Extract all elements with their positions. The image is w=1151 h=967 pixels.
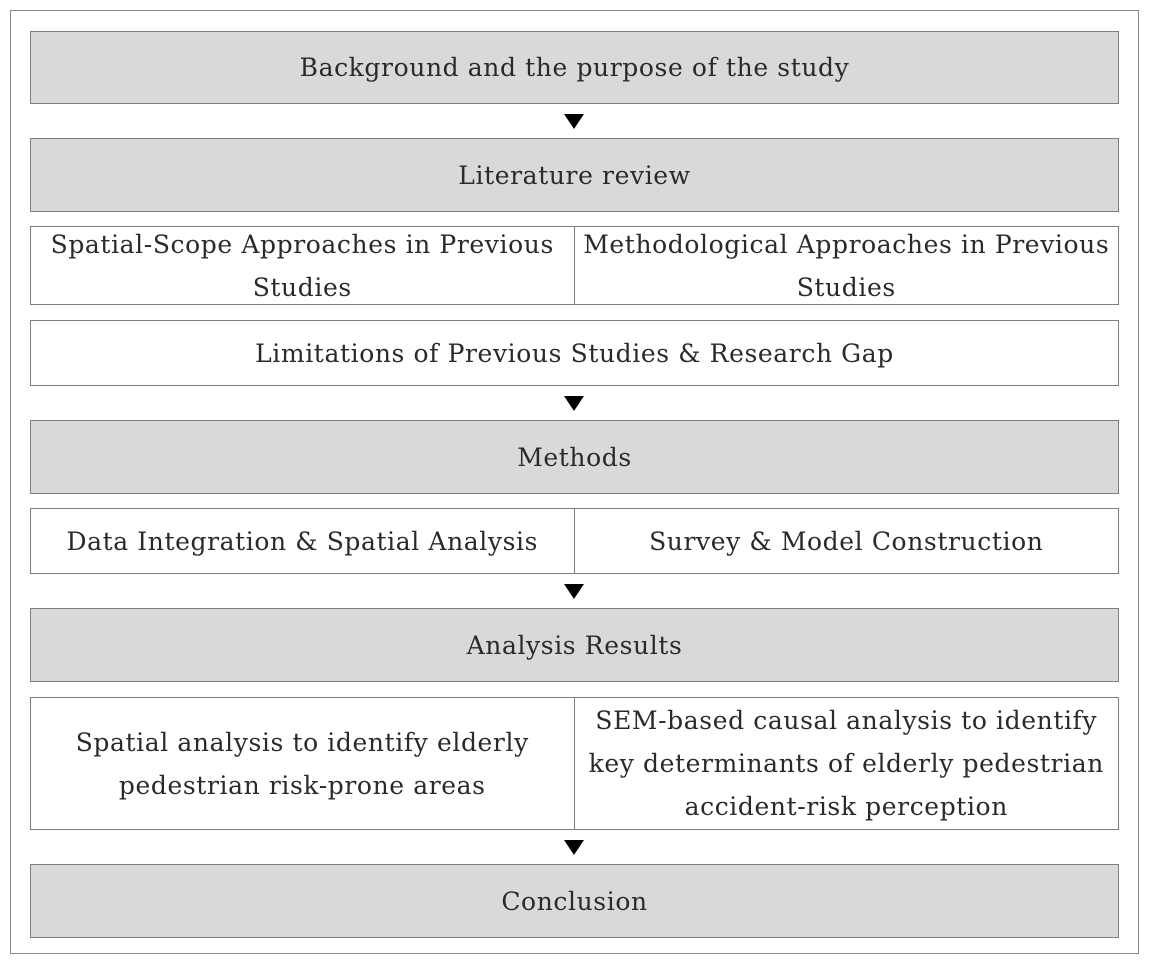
step-literature-review: Literature review (30, 138, 1119, 212)
methods-data-integration: Data Integration & Spatial Analysis (31, 509, 575, 573)
diagram-frame (10, 10, 1139, 954)
methods-survey-model: Survey & Model Construction (649, 526, 1044, 556)
down-arrow-icon (564, 396, 584, 411)
down-arrow-icon (564, 114, 584, 129)
literature-subtopics: Spatial-Scope Approaches in Previous Stu… (30, 226, 1119, 305)
step-methods: Methods (30, 420, 1119, 494)
literature-spatial-scope: Spatial-Scope Approaches in Previous Stu… (31, 227, 575, 304)
methods-subtopics: Data Integration & Spatial Analysis Surv… (30, 508, 1119, 574)
step-background: Background and the purpose of the study (30, 31, 1119, 104)
results-sem-analysis: SEM-based causal analysis to identify ke… (588, 706, 1104, 821)
step-analysis-results: Analysis Results (30, 608, 1119, 682)
step-conclusion: Conclusion (30, 864, 1119, 938)
down-arrow-icon (564, 840, 584, 855)
down-arrow-icon (564, 584, 584, 599)
step-limitations: Limitations of Previous Studies & Resear… (30, 320, 1119, 386)
results-spatial-analysis: Spatial analysis to identify elderly ped… (31, 698, 575, 829)
literature-methodological: Methodological Approaches in Previous St… (583, 229, 1110, 302)
results-subtopics: Spatial analysis to identify elderly ped… (30, 697, 1119, 830)
